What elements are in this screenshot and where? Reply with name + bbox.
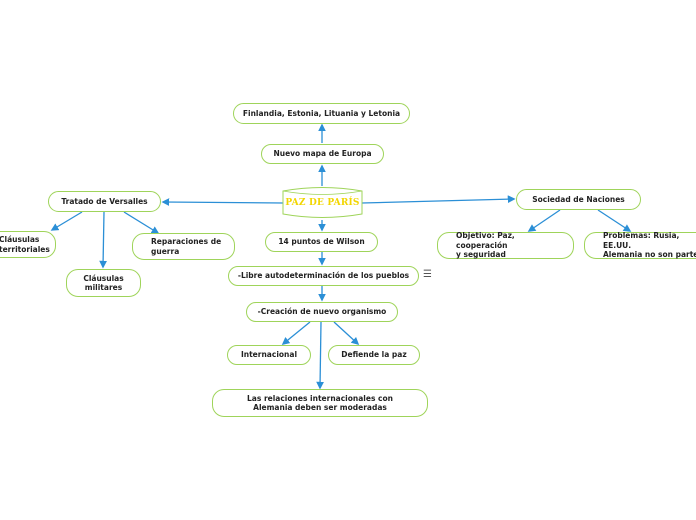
edge-central-tratado <box>161 198 284 206</box>
edge-central-sociedad <box>361 195 516 204</box>
node-14-puntos-wilson[interactable]: 14 puntos de Wilson <box>265 232 378 252</box>
central-topic-shape <box>282 187 363 218</box>
node-finlandia[interactable]: Finlandia, Estonia, Lituania y Letonia <box>233 103 410 124</box>
node-creacion-organismo[interactable]: -Creación de nuevo organismo <box>246 302 398 322</box>
node-clausulas-militares[interactable]: Cláusulas militares <box>66 269 141 297</box>
menu-lines-icon[interactable]: ☰ <box>423 269 432 280</box>
node-internacional[interactable]: Internacional <box>227 345 311 365</box>
edge-creacion-relaciones <box>316 321 324 390</box>
node-nuevo-mapa[interactable]: Nuevo mapa de Europa <box>261 144 384 164</box>
node-clausulas-territoriales[interactable]: Cláusulas territoriales <box>0 231 56 258</box>
central-topic-label[interactable]: PAZ DE PARÍS <box>285 198 360 208</box>
node-libre-autodeterminacion[interactable]: -Libre autodeterminación de los pueblos <box>228 266 419 286</box>
edge-sociedad-objetivo <box>527 209 561 232</box>
edge-creacion-internacional <box>281 321 311 345</box>
edge-tratado-reparaciones <box>123 211 160 234</box>
node-objetivo[interactable]: Objetivo: Paz, cooperación y seguridad <box>437 231 574 259</box>
node-reparaciones-guerra[interactable]: Reparaciones de guerra <box>132 233 235 260</box>
node-relaciones-internacionales[interactable]: Las relaciones internacionales con Alema… <box>212 389 428 417</box>
edge-tratado-territoriales <box>50 211 83 231</box>
node-tratado-versalles[interactable]: Tratado de Versalles <box>48 191 161 212</box>
edge-sociedad-problemas <box>597 209 632 232</box>
node-problemas[interactable]: Problemas: Rusia, EE.UU. Alemania no son… <box>584 231 696 259</box>
node-defiende-paz[interactable]: Defiende la paz <box>328 345 420 365</box>
edge-creacion-defiende <box>333 321 360 346</box>
node-sociedad-naciones[interactable]: Sociedad de Naciones <box>516 189 641 210</box>
edge-tratado-militares <box>99 211 108 269</box>
